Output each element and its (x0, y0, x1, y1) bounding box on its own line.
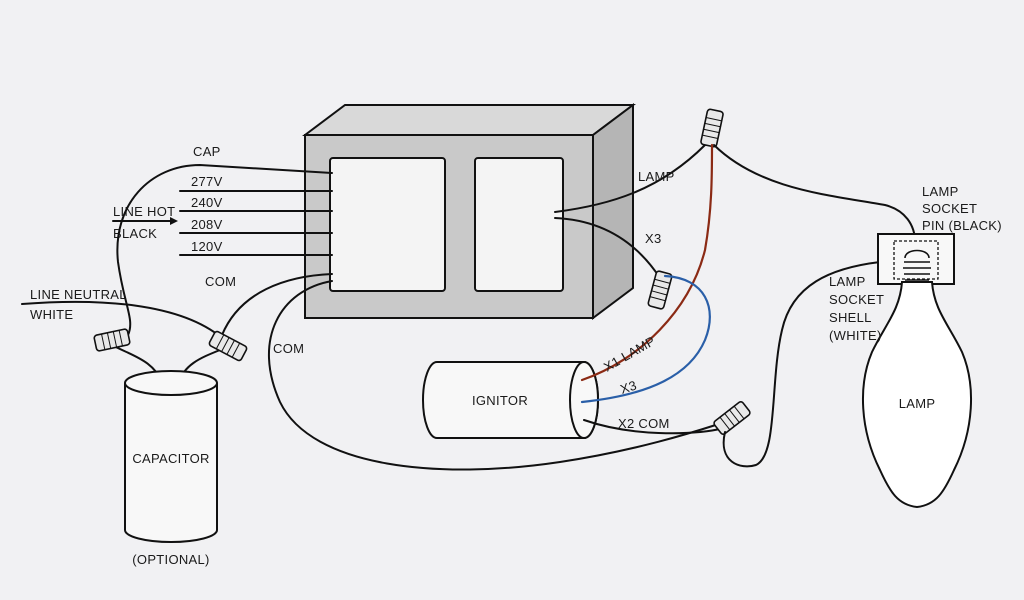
lamp-lead-wire (554, 144, 706, 213)
capacitor-label: CAPACITOR (132, 451, 209, 466)
cap-wire (116, 163, 333, 336)
line-hot-arrowhead (170, 217, 178, 225)
com-wire-lower (267, 280, 723, 471)
lamp-socket-inner (893, 240, 939, 280)
line-hot-color-label: BLACK (113, 226, 157, 241)
wire-nut-lamp (700, 108, 724, 148)
lamp-socket (877, 233, 955, 285)
socket-shell-label-line3: SHELL (829, 310, 872, 325)
wire-nut-cap-left (93, 328, 131, 352)
x2-com-wire (583, 419, 726, 435)
ballast-lamp-label: LAMP (638, 169, 675, 184)
cap-label: CAP (193, 144, 221, 159)
capacitor-note: (OPTIONAL) (132, 552, 209, 567)
socket-pin-label-line2: SOCKET (922, 201, 977, 216)
com-upper-label: COM (205, 274, 236, 289)
socket-shell-label-line4: (WHITE) (829, 328, 882, 343)
tap-leads (179, 190, 333, 256)
ballast-box (302, 103, 636, 320)
line-hot-label: LINE HOT (113, 204, 175, 219)
capacitor (124, 370, 218, 543)
ballast-coil-right (474, 157, 564, 292)
lamp-base-cap (904, 249, 930, 259)
socket-shell-wire (722, 261, 881, 468)
lamp-envelope (861, 281, 973, 509)
ballast-x3-label: X3 (645, 231, 662, 246)
x3-lead-wire (554, 217, 661, 279)
capacitor-top (124, 370, 218, 396)
socket-shell-label-line1: LAMP (829, 274, 866, 289)
tap-208v-label: 208V (191, 217, 223, 232)
wire-nut-x3 (647, 270, 673, 310)
lamp-label: LAMP (899, 396, 936, 411)
lamp-bulb (861, 249, 973, 509)
capacitor-body (124, 383, 218, 543)
com-wire-upper (221, 273, 333, 336)
socket-shell-label-line2: SOCKET (829, 292, 884, 307)
line-neutral-label: LINE NEUTRAL (30, 287, 127, 302)
x3-ignitor-wire (580, 274, 711, 404)
lamp-pin-wire (713, 144, 916, 243)
line-neutral-wire (21, 300, 223, 339)
tap-240v-label: 240V (191, 195, 223, 210)
ballast-coil-left (329, 157, 446, 292)
tap-277v-label: 277V (191, 174, 223, 189)
ignitor-x3-label: X3 (618, 377, 638, 396)
socket-pin-label-line1: LAMP (922, 184, 959, 199)
ignitor-x2-label: X2 COM (618, 416, 670, 431)
tap-120v-label: 120V (191, 239, 223, 254)
ignitor-label: IGNITOR (472, 393, 528, 408)
socket-pin-label-line3: PIN (BLACK) (922, 218, 1002, 233)
lamp-base-threads (903, 261, 931, 281)
wire-nut-x2 (713, 401, 751, 435)
ballast-top-face (302, 104, 636, 136)
ballast-side-face (592, 103, 634, 320)
lamp-socket-box (877, 233, 955, 285)
line-neutral-color-label: WHITE (30, 307, 73, 322)
ignitor-x1-label: X1 LAMP (601, 333, 658, 374)
wire-nut-cap-right (208, 330, 248, 362)
com-lower-label: COM (273, 341, 304, 356)
x1-lamp-wire (580, 143, 714, 382)
